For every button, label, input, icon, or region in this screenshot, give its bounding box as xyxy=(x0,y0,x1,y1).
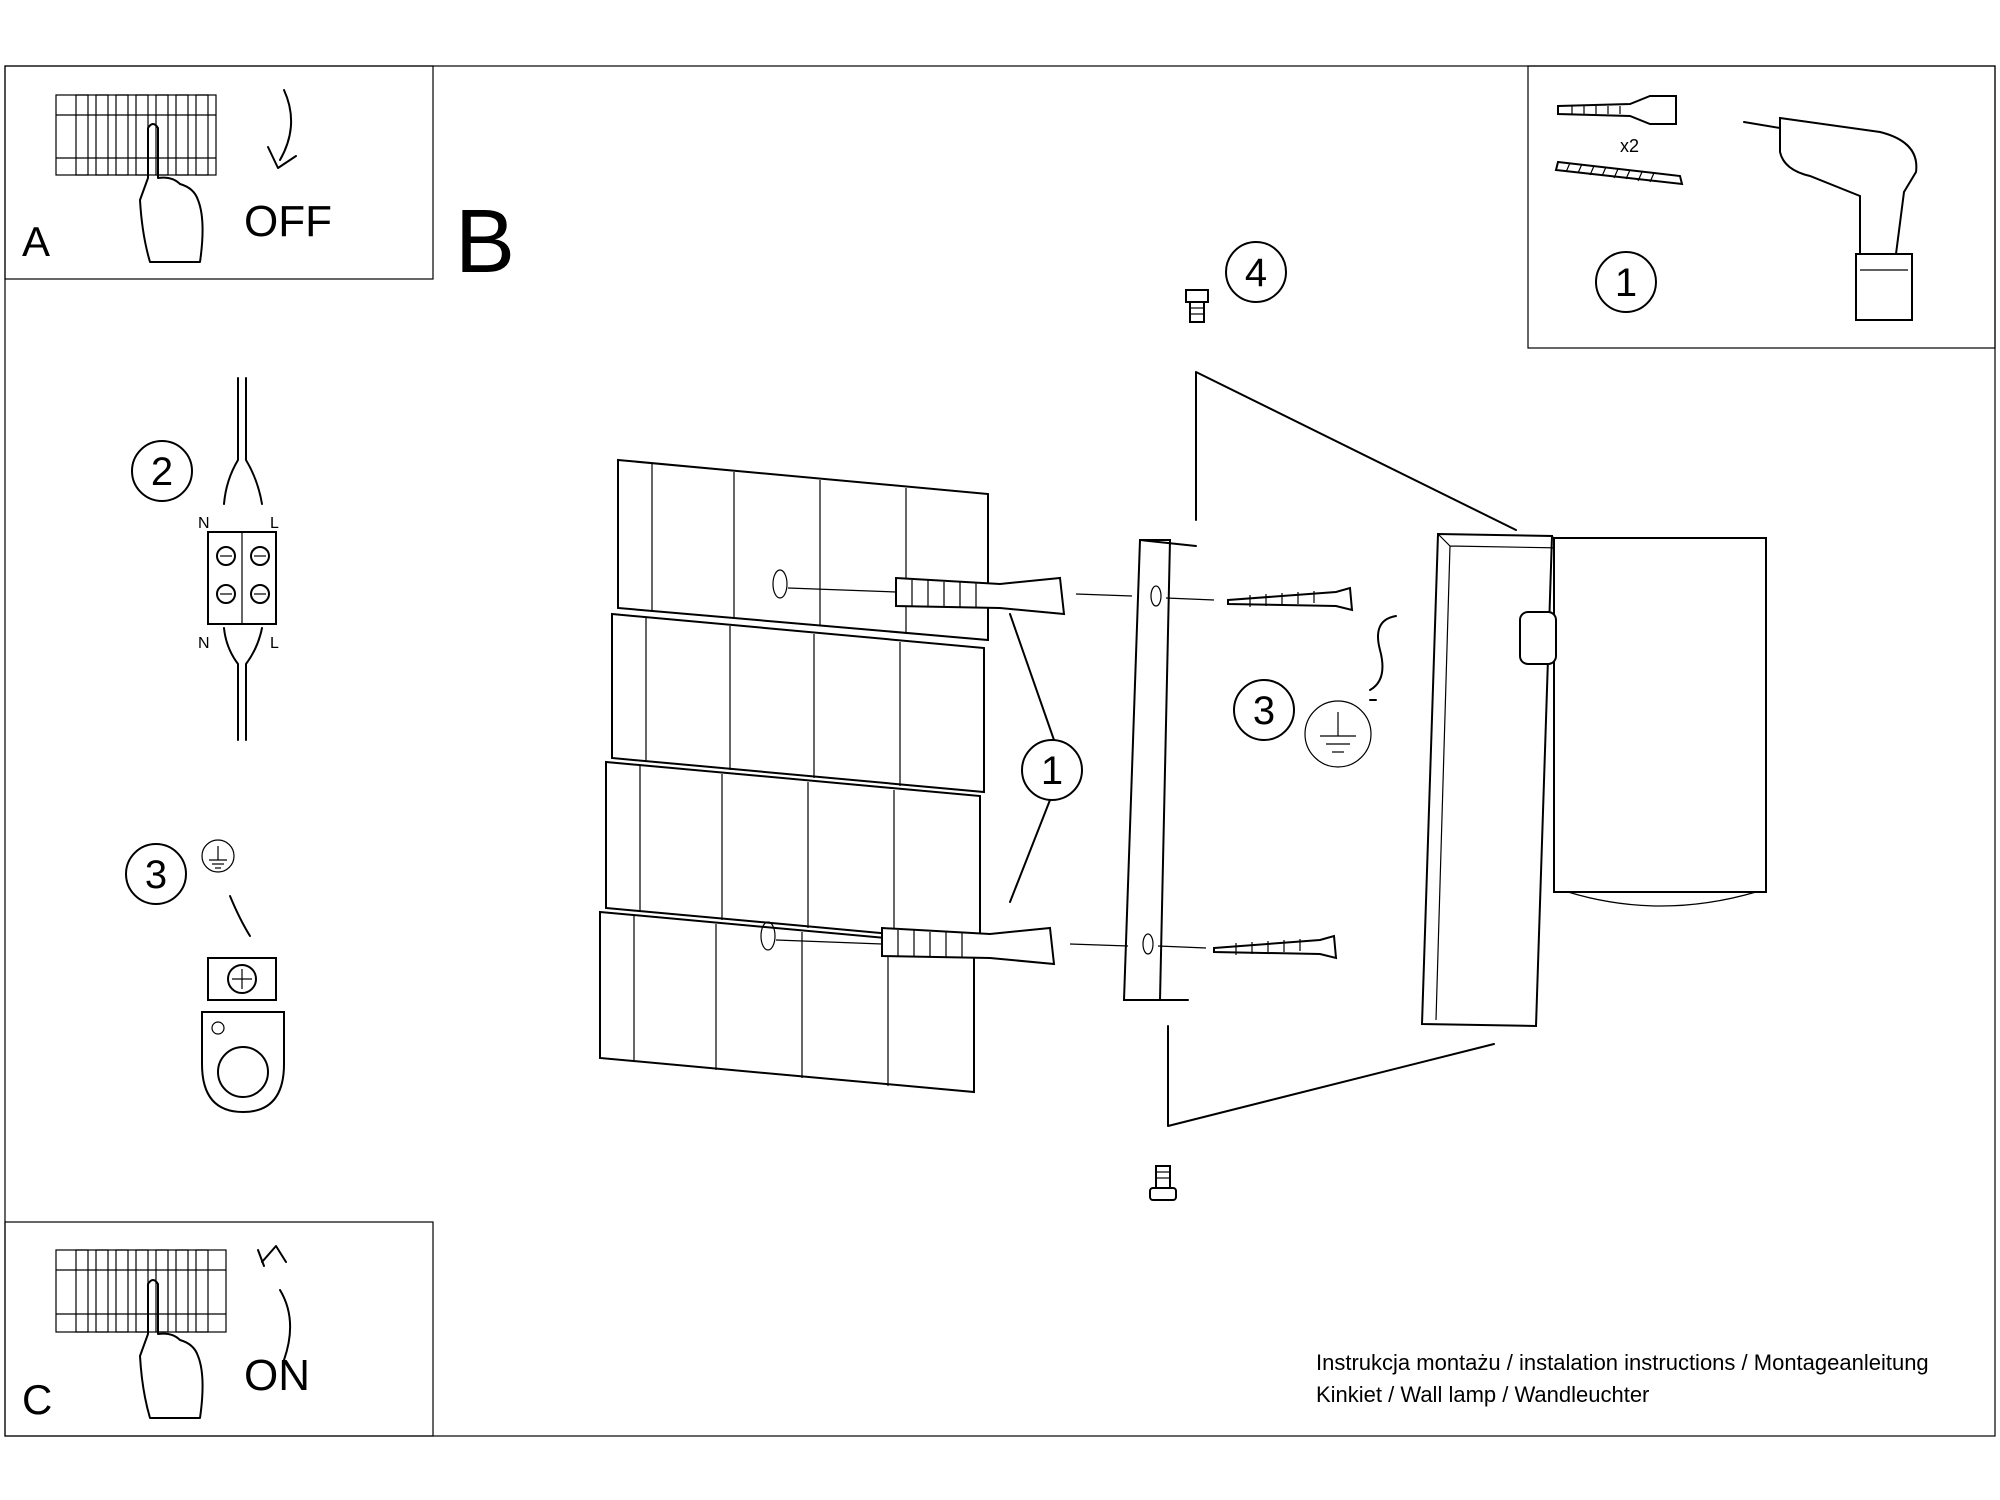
grub-screw-bottom xyxy=(1149,1165,1177,1201)
screw-lower xyxy=(1213,934,1338,960)
callout-1-circle xyxy=(1021,739,1083,801)
mounting-bracket xyxy=(1122,539,1197,1001)
wall-tiles xyxy=(599,458,989,1094)
callout-3-circle xyxy=(1233,679,1295,741)
callout-1-number: 1 xyxy=(1041,749,1063,793)
grub-screw-top xyxy=(1185,289,1209,323)
panel-a-frame xyxy=(4,65,434,280)
step-2-circle xyxy=(131,440,193,502)
step-3-circle xyxy=(125,843,187,905)
tools-step-circle xyxy=(1595,251,1657,313)
tools-step-number: 1 xyxy=(1615,261,1637,305)
ground-symbol-icon xyxy=(201,839,235,873)
terminal-label-n-bottom: N xyxy=(198,635,210,652)
terminal-label-l-top: L xyxy=(270,515,279,532)
lamp-ground-wire xyxy=(1369,615,1397,701)
terminal-label-l-bottom: L xyxy=(270,635,279,652)
terminal-block-icon xyxy=(207,531,277,625)
terminal-label-n-top: N xyxy=(198,515,210,532)
callout-1-leaders xyxy=(1009,613,1055,903)
panel-a-letter: A xyxy=(22,218,50,265)
step-2-number: 2 xyxy=(151,450,173,494)
step-3-number: 3 xyxy=(145,853,167,897)
footer-line-2: Kinkiet / Wall lamp / Wandleuchter xyxy=(1316,1382,1650,1407)
screw-icon xyxy=(1554,160,1684,186)
panel-b-letter: B xyxy=(455,192,515,292)
arrow-down-icon xyxy=(267,89,297,169)
off-label: OFF xyxy=(244,197,332,246)
panel-c-frame xyxy=(4,1221,434,1437)
panel-c-letter: C xyxy=(22,1376,52,1423)
on-label: ON xyxy=(244,1351,310,1400)
breaker-panel-on-icon xyxy=(55,1249,227,1333)
screw-4-leaders-bottom xyxy=(1167,1025,1495,1127)
outer-frame xyxy=(4,65,1996,1437)
alignment-lines xyxy=(1069,593,1215,949)
supply-cable-icon xyxy=(223,377,263,741)
callout-3-number: 3 xyxy=(1253,689,1275,733)
callout-4-circle xyxy=(1225,241,1287,303)
lamp-head xyxy=(1519,537,1767,907)
quantity-label: x2 xyxy=(1620,136,1639,156)
footer-line-1: Instrukcja montażu / instalation instruc… xyxy=(1316,1350,1929,1375)
ground-terminal-icon xyxy=(201,957,285,1114)
breaker-panel-off-icon xyxy=(55,94,217,176)
ground-symbol-main-icon xyxy=(1304,700,1372,768)
screw-4-leaders-top xyxy=(1195,371,1517,531)
hand-pressing-icon xyxy=(139,123,204,263)
tools-panel-frame xyxy=(1527,65,1996,349)
hand-pressing-icon-c xyxy=(139,1279,204,1419)
wall-plug-lower xyxy=(760,921,1056,966)
screw-upper xyxy=(1227,586,1354,612)
arrow-up-icon xyxy=(257,1245,292,1361)
wall-plug-icon xyxy=(1557,95,1677,125)
lamp-base xyxy=(1420,532,1566,1028)
ground-wire xyxy=(229,895,251,937)
callout-4-number: 4 xyxy=(1245,251,1267,295)
wall-plug-upper xyxy=(772,569,1066,616)
drill-icon xyxy=(1743,116,1918,321)
